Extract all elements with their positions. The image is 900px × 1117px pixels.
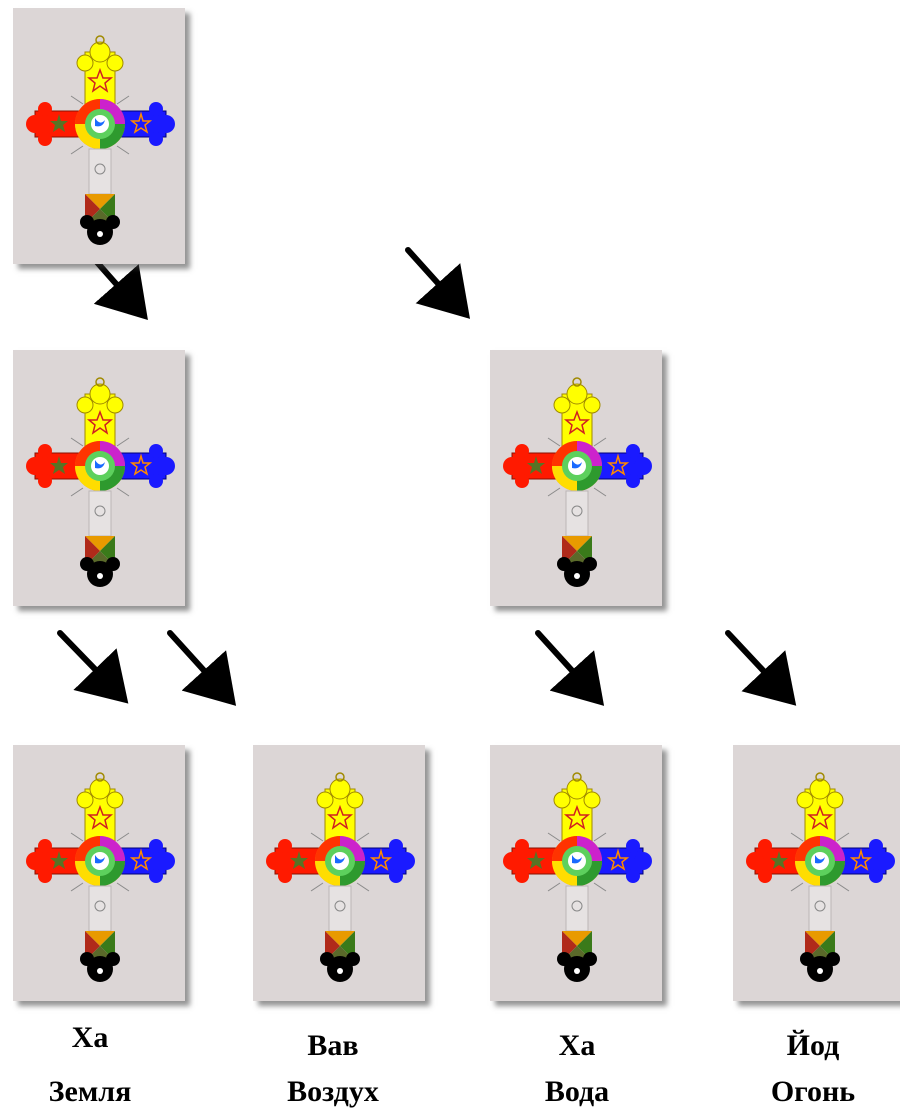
card-water	[490, 745, 662, 1001]
rose-cross-emblem-icon	[502, 772, 653, 983]
letter-label: Ха	[71, 1021, 109, 1054]
arrow-down-right-icon	[167, 630, 237, 706]
rose-cross-emblem-icon	[745, 772, 896, 983]
arrow-down-right-icon	[57, 630, 129, 704]
element-label: Земля	[48, 1075, 132, 1108]
card-level2-right	[490, 350, 662, 606]
letter-label: Вав	[307, 1029, 359, 1062]
card-root	[13, 8, 185, 264]
element-label: Огонь	[770, 1075, 856, 1108]
rose-cross-emblem-icon	[25, 35, 176, 246]
element-label: Воздух	[287, 1075, 379, 1108]
label-water: Ха Вода	[487, 1029, 667, 1109]
rose-cross-emblem-icon	[265, 772, 416, 983]
card-earth	[13, 745, 185, 1001]
arrow-down-right-icon	[535, 630, 605, 706]
letter-label: Йод	[786, 1029, 840, 1062]
label-air: Вав Воздух	[243, 1029, 423, 1109]
letter-label: Ха	[558, 1029, 596, 1062]
rose-cross-emblem-icon	[25, 377, 176, 588]
card-fire	[733, 745, 900, 1001]
card-air	[253, 745, 425, 1001]
card-level2-left	[13, 350, 185, 606]
rose-cross-emblem-icon	[25, 772, 176, 983]
element-label: Вода	[544, 1075, 610, 1108]
arrow-down-right-icon	[725, 630, 797, 706]
label-earth: Ха Земля	[0, 1021, 180, 1109]
arrow-down-right-icon	[405, 247, 471, 319]
label-fire: Йод Огонь	[723, 1029, 900, 1109]
rose-cross-emblem-icon	[502, 377, 653, 588]
